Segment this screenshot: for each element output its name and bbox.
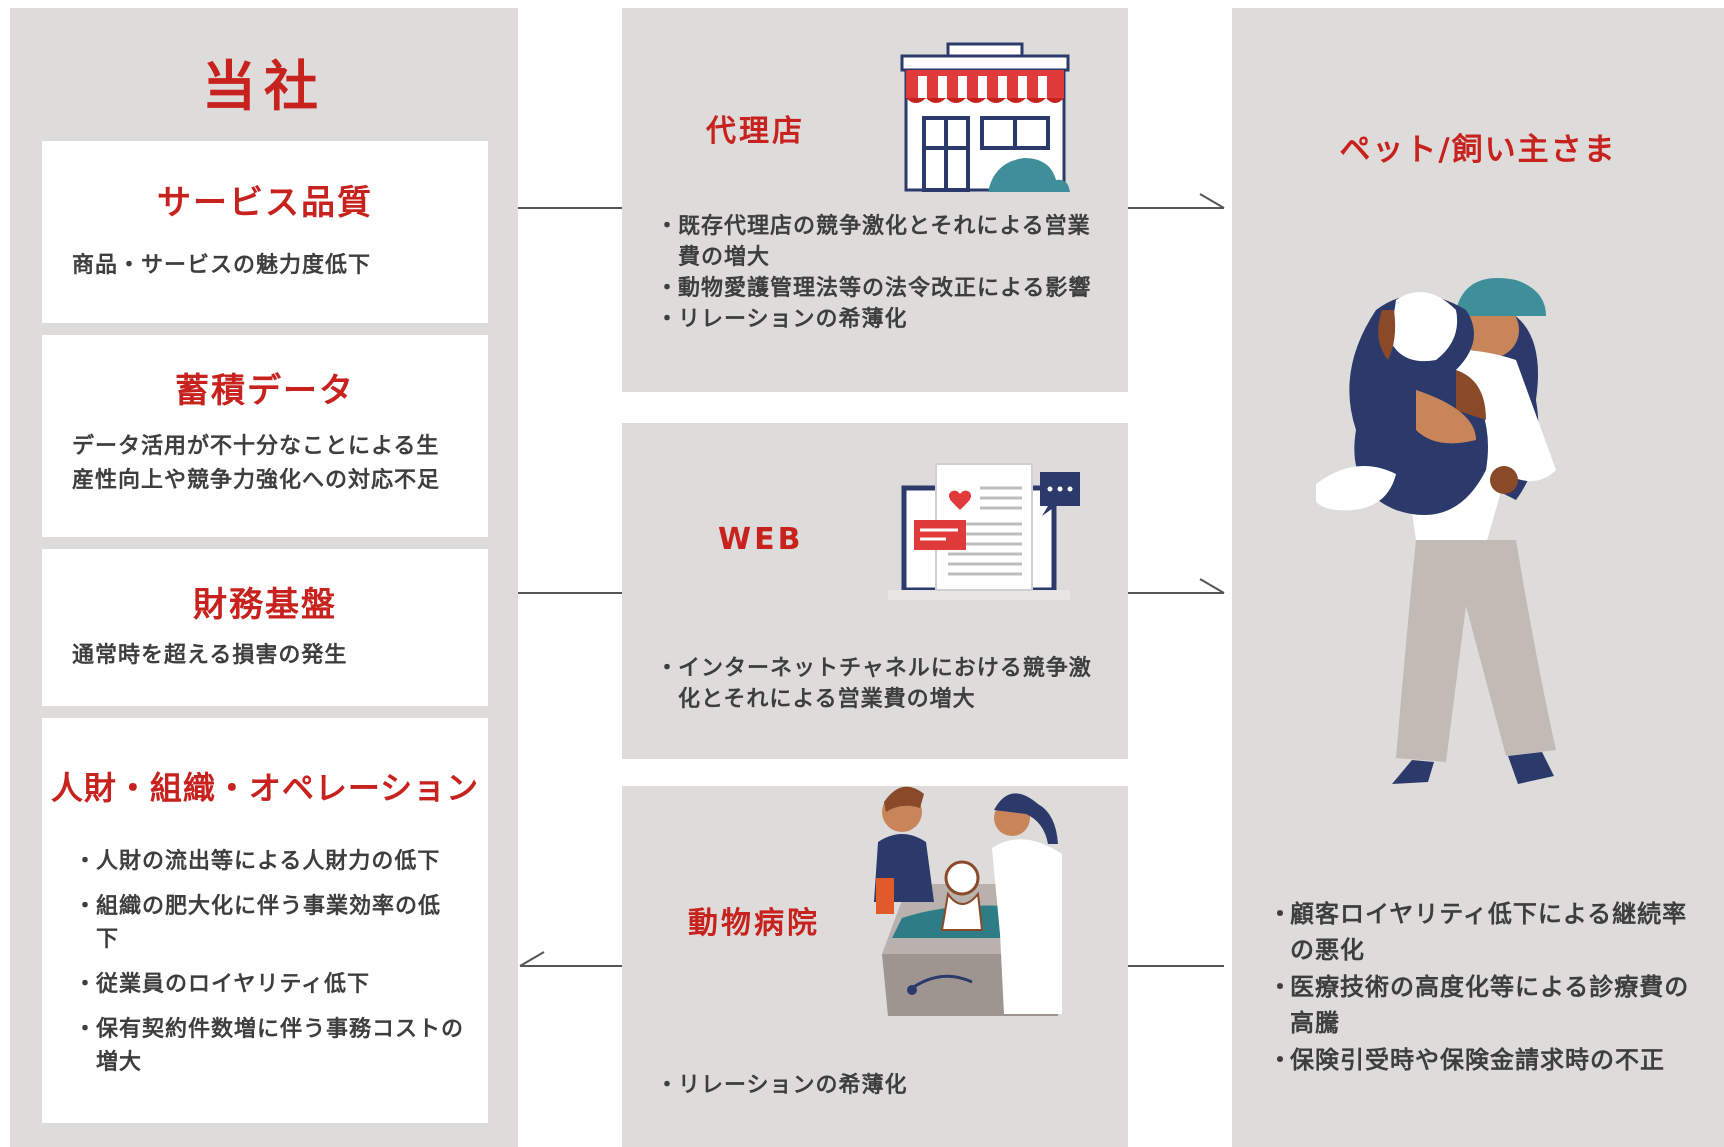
customer-bullets: 顧客ロイヤリティ低下による継続率の悪化 医療技術の高度化等による診療費の高騰 保…: [1268, 896, 1712, 1079]
list-item: リレーションの希薄化: [656, 1070, 1100, 1101]
list-item: 顧客ロイヤリティ低下による継続率の悪化: [1268, 896, 1712, 968]
list-item: 保険引受時や保険金請求時の不正: [1268, 1042, 1712, 1078]
channel-bullets-agency: 既存代理店の競争激化とそれによる営業費の増大 動物愛護管理法等の法令改正による影…: [656, 211, 1100, 335]
channel-bullets-vet: リレーションの希薄化: [656, 1070, 1100, 1101]
card-title-accumulated-data: 蓄積データ: [175, 371, 355, 411]
card-text-financial-base: 通常時を超える損害の発生: [72, 639, 468, 673]
text-line: データ活用が不十分なことによる生: [72, 434, 440, 459]
channel-title-vet: 動物病院: [688, 906, 820, 941]
laptop-icon: [888, 463, 1080, 600]
arrowhead-left: [519, 951, 545, 967]
list-item: 組織の肥大化に伴う事業効率の低下: [74, 890, 456, 956]
text-line: 通常時を超える損害の発生: [72, 643, 348, 668]
card-service-quality: サービス品質 商品・サービスの魅力度低下: [42, 141, 488, 323]
card-accumulated-data: 蓄積データ データ活用が不十分なことによる生 産性向上や競争力強化への対応不足: [42, 335, 488, 537]
customer-title: ペット/飼い主さま: [1339, 132, 1617, 168]
text-line: 産性向上や競争力強化への対応不足: [72, 468, 441, 493]
card-title-service-quality: サービス品質: [157, 183, 373, 223]
arrowhead-right-2: [1199, 578, 1225, 594]
arrowhead-right-1: [1199, 193, 1225, 209]
list-item: リレーションの希薄化: [656, 304, 1100, 335]
channel-bullets-web: インターネットチャネルにおける競争激化とそれによる営業費の増大: [656, 653, 1100, 715]
shop-icon: [900, 42, 1070, 192]
card-hr-organization: 人財・組織・オペレーション 人財の流出等による人財力の低下 組織の肥大化に伴う事…: [42, 718, 488, 1123]
card-bullets-hr-organization: 人財の流出等による人財力の低下 組織の肥大化に伴う事業効率の低下 従業員のロイヤ…: [74, 845, 468, 1079]
vet-icon: [874, 786, 1062, 1016]
owner-with-dog-icon: [1316, 278, 1556, 784]
list-item: 既存代理店の競争激化とそれによる営業費の増大: [656, 211, 1100, 273]
card-title-financial-base: 財務基盤: [193, 585, 337, 625]
channel-title-agency: 代理店: [706, 114, 805, 149]
list-item: 従業員のロイヤリティ低下: [74, 968, 468, 1001]
text-line: 商品・サービスの魅力度低下: [72, 253, 372, 278]
company-title: 当社: [202, 55, 326, 118]
card-text-accumulated-data: データ活用が不十分なことによる生 産性向上や競争力強化への対応不足: [72, 430, 468, 498]
card-text-service-quality: 商品・サービスの魅力度低下: [72, 249, 468, 283]
list-item: 医療技術の高度化等による診療費の高騰: [1268, 969, 1712, 1041]
card-financial-base: 財務基盤 通常時を超える損害の発生: [42, 549, 488, 706]
list-item: 人財の流出等による人財力の低下: [74, 845, 468, 878]
list-item: 動物愛護管理法等の法令改正による影響: [656, 273, 1100, 304]
channel-title-web: WEB: [718, 522, 804, 557]
card-title-hr-organization: 人財・組織・オペレーション: [50, 769, 480, 807]
list-item: インターネットチャネルにおける競争激化とそれによる営業費の増大: [656, 653, 1100, 715]
list-item: 保有契約件数増に伴う事務コストの増大: [74, 1013, 466, 1079]
